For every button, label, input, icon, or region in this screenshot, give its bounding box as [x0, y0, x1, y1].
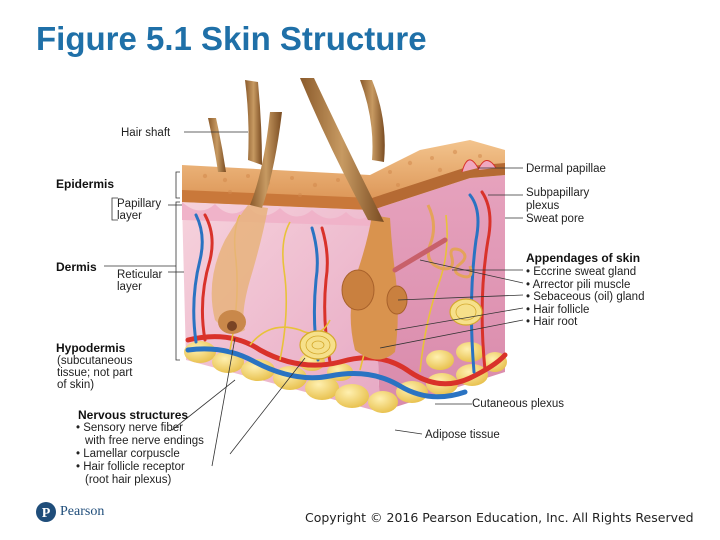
- hair-papilla: [227, 321, 237, 331]
- label-appendages-heading: Appendages of skin: [526, 251, 640, 265]
- label-nervous-5: (root hair plexus): [85, 474, 171, 486]
- pearson-p-icon: P: [36, 502, 56, 522]
- label-papillary-1: Papillary: [117, 198, 161, 210]
- label-sweat-pore: Sweat pore: [526, 213, 584, 225]
- label-appendage-4: • Hair follicle: [526, 304, 589, 316]
- copyright-notice: Copyright © 2016 Pearson Education, Inc.…: [305, 510, 694, 525]
- label-hypodermis-sub-2: tissue; not part: [57, 367, 133, 379]
- label-nervous-heading: Nervous structures: [78, 408, 188, 422]
- label-appendage-3: • Sebaceous (oil) gland: [526, 291, 644, 303]
- label-appendage-5: • Hair root: [526, 316, 578, 328]
- pearson-wordmark: Pearson: [60, 504, 104, 520]
- label-cutaneous-plexus: Cutaneous plexus: [472, 398, 564, 410]
- label-appendage-2: • Arrector pili muscle: [526, 279, 630, 291]
- label-adipose-tissue: Adipose tissue: [425, 429, 500, 441]
- lamellar-corpuscle-2: [450, 299, 482, 325]
- label-hypodermis-sub-1: (subcutaneous: [57, 355, 133, 367]
- label-subpapillary-2: plexus: [526, 200, 559, 212]
- label-nervous-1: • Sensory nerve fiber: [76, 422, 183, 434]
- label-nervous-3: • Lamellar corpuscle: [76, 448, 180, 460]
- label-subpapillary-1: Subpapillary: [526, 187, 590, 199]
- label-hypodermis: Hypodermis: [56, 341, 126, 355]
- label-nervous-2: with free nerve endings: [84, 435, 204, 447]
- label-hypodermis-sub-3: of skin): [57, 379, 94, 391]
- label-dermal-papillae: Dermal papillae: [526, 163, 606, 175]
- label-dermis: Dermis: [56, 260, 97, 274]
- sebaceous-gland: [342, 270, 374, 310]
- label-reticular-2: layer: [117, 281, 142, 293]
- epidermis-bracket: [176, 172, 180, 198]
- label-hair-shaft: Hair shaft: [121, 127, 171, 139]
- label-epidermis: Epidermis: [56, 177, 114, 191]
- dermis-bracket: [176, 202, 180, 360]
- label-appendage-1: • Eccrine sweat gland: [526, 266, 636, 278]
- svg-text:P: P: [42, 506, 51, 521]
- label-reticular-1: Reticular: [117, 269, 163, 281]
- lamellar-corpuscle: [300, 331, 336, 359]
- label-nervous-4: • Hair follicle receptor: [76, 461, 185, 473]
- pearson-logo: P Pearson: [36, 502, 104, 522]
- label-papillary-2: layer: [117, 210, 142, 222]
